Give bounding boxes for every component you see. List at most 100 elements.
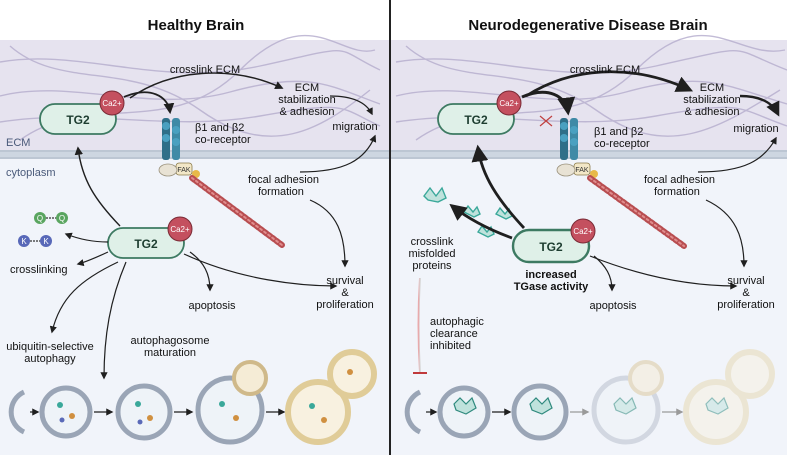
- arrow-to-survival: [183, 253, 338, 290]
- crosslink-ecm-label: crosslink ECM: [170, 64, 240, 76]
- maturation-label-line2: maturation: [144, 347, 196, 359]
- integrin-receptor-disease: [539, 115, 578, 160]
- tg2-cytoplasm-box: [107, 227, 185, 259]
- increased-activity-line2: TGase activity: [514, 281, 589, 293]
- arrow-to-apoptosis: [189, 251, 214, 292]
- glutamine-label: Q: [37, 214, 43, 223]
- arrow-crosslink-ecm-disease: [525, 70, 694, 98]
- adaptor-protein-disease: [556, 163, 576, 177]
- glutamine-label: Q: [59, 214, 65, 223]
- integrin-receptor: [162, 118, 180, 160]
- ecm-stabilization-disease-line3: & adhesion: [684, 106, 739, 118]
- apoptosis-label-disease: apoptosis: [589, 300, 637, 312]
- arrow-focal-to-survival-disease: [705, 199, 748, 268]
- actin-filament: [189, 175, 285, 248]
- focal-adhesion-disease-line1: focal adhesion: [644, 174, 715, 186]
- calcium-ion: [99, 90, 125, 116]
- inhibited-label-line3: inhibited: [430, 340, 471, 352]
- autolysosome-lobe-faded: [725, 349, 775, 399]
- migration-label: migration: [332, 121, 377, 133]
- calcium-ion-disease: [496, 90, 522, 116]
- lysine-residue: [18, 235, 30, 247]
- arrow-to-autophagosome-maturation: [100, 261, 127, 380]
- migration-label-disease: migration: [733, 123, 778, 135]
- lysosome-faded: [628, 360, 664, 396]
- left-panel-title: Healthy Brain: [148, 17, 245, 34]
- misfolded-label-line1: crosslink: [411, 236, 454, 248]
- lysine-residue: [40, 235, 52, 247]
- survival-line2: &: [341, 287, 349, 299]
- impaired-autophagy-sequence: [404, 349, 775, 445]
- ubiquitin-label-line2: autophagy: [24, 353, 76, 365]
- ecm-band: [0, 40, 787, 152]
- calcium-cytoplasm-label-disease: Ca2+: [573, 227, 593, 236]
- ecm-stabilization-disease-line2: stabilization: [683, 94, 740, 106]
- actin-filament-disease: [587, 175, 687, 249]
- adaptor-protein: [158, 163, 178, 177]
- arrow-to-crosslinking: [64, 232, 109, 243]
- tg2-ecm-box-disease: [437, 103, 515, 135]
- survival-line3: proliferation: [316, 299, 373, 311]
- crosslink-ecm-label-disease: crosslink ECM: [570, 64, 640, 76]
- arrow-tg2-to-ecm: [74, 146, 121, 227]
- receptor-label-line1: β1 and β2: [195, 122, 244, 134]
- ubiquitin-label-line1: ubiquitin-selective: [6, 341, 93, 353]
- tg2-ecm-box: [39, 103, 117, 135]
- calcium-label-disease: Ca2+: [499, 99, 519, 108]
- calcium-cytoplasm-label: Ca2+: [170, 225, 190, 234]
- focal-adhesion-disease-line2: formation: [654, 186, 700, 198]
- tg2-cytoplasm-box-disease: [511, 228, 591, 264]
- tg2-cytoplasm-label: TG2: [134, 237, 158, 251]
- calcium-label: Ca2+: [102, 99, 122, 108]
- autophagy-sequence: [8, 349, 377, 445]
- glutamine-residue: [34, 212, 46, 224]
- calcium-ion-cytoplasm: [167, 216, 193, 242]
- lysine-label: K: [21, 237, 27, 246]
- inhibited-label-line1: autophagic: [430, 316, 484, 328]
- focal-adhesion-line2: formation: [258, 186, 304, 198]
- survival-disease-line1: survival: [727, 275, 764, 287]
- ecm-stabilization-line3: & adhesion: [279, 106, 334, 118]
- inhibited-label-line2: clearance: [430, 328, 478, 340]
- glutamine-residue: [56, 212, 68, 224]
- crosslinking-label: crosslinking: [10, 264, 67, 276]
- tg2-ecm-label: TG2: [66, 113, 90, 127]
- calcium-ion-cytoplasm-disease: [570, 218, 596, 244]
- right-panel-title: Neurodegenerative Disease Brain: [468, 17, 707, 34]
- tg2-cytoplasm-label-disease: TG2: [539, 240, 563, 254]
- cytoplasm-layer-label: cytoplasm: [6, 167, 56, 179]
- fak-label-disease: FAK: [575, 167, 589, 174]
- increased-activity-line1: increased: [525, 269, 576, 281]
- apoptosis-label: apoptosis: [188, 300, 236, 312]
- survival-disease-line3: proliferation: [717, 299, 774, 311]
- arrow-to-crosslinking-2: [76, 251, 109, 267]
- receptor-label-disease-line2: co-receptor: [594, 138, 650, 150]
- arrow-to-migration-disease: [739, 94, 780, 117]
- arrow-to-survival-disease: [589, 255, 738, 290]
- ecm-stabilization-line2: stabilization: [278, 94, 335, 106]
- arrow-focal-to-migration-disease: [697, 136, 777, 173]
- inhibition-line: [417, 277, 421, 373]
- autophagosome: [39, 385, 93, 439]
- ecm-layer-label: ECM: [6, 137, 30, 149]
- fak-label: FAK: [177, 167, 191, 174]
- focal-adhesion-line1: focal adhesion: [248, 174, 319, 186]
- arrow-tg2-to-receptor: [123, 91, 175, 115]
- arrow-crosslink-ecm: [129, 72, 284, 99]
- receptor-label-line2: co-receptor: [195, 134, 251, 146]
- misfolded-label-line3: proteins: [412, 260, 452, 272]
- survival-line1: survival: [326, 275, 363, 287]
- tg2-ecm-label-disease: TG2: [464, 113, 488, 127]
- arrow-tg2-to-ecm-disease: [471, 144, 526, 229]
- receptor-label-disease-line1: β1 and β2: [594, 126, 643, 138]
- arrow-focal-to-survival: [309, 199, 349, 268]
- cell-membrane: [0, 150, 787, 159]
- phagophore: [8, 389, 26, 435]
- arrow-to-ubiquitin-autophagy: [49, 261, 119, 334]
- survival-disease-line2: &: [742, 287, 750, 299]
- lysine-label: K: [43, 237, 49, 246]
- arrow-to-misfolded-proteins: [449, 203, 513, 240]
- arrow-focal-to-migration: [299, 134, 377, 173]
